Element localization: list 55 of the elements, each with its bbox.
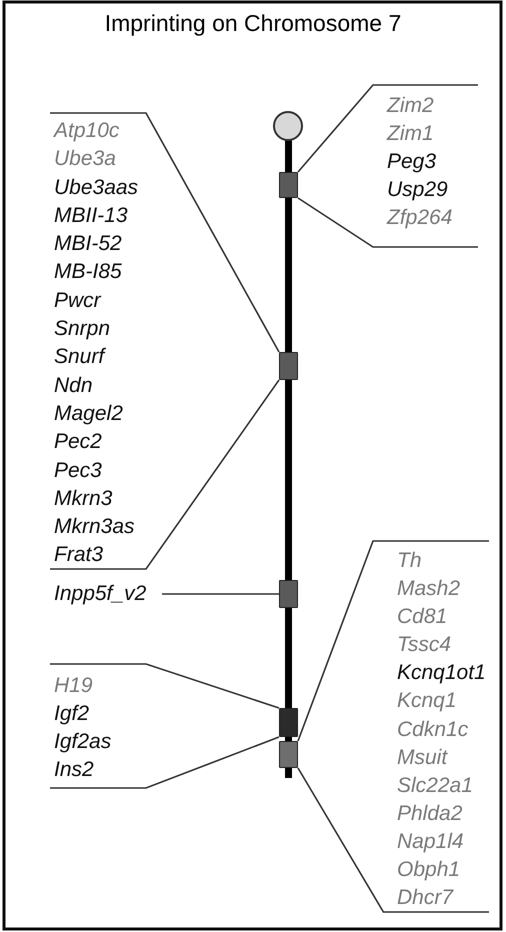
gene-name: Ndn xyxy=(54,372,93,399)
gene-name: Pec2 xyxy=(54,429,102,456)
gene-name: Snrpn xyxy=(54,316,110,342)
gene-name: Inpp5f_v2 xyxy=(54,581,146,607)
gene-name: Phlda2 xyxy=(397,800,462,827)
gene-name: Msuit xyxy=(397,744,448,771)
gene-name: Igf2as xyxy=(54,729,112,755)
gene-name: Th xyxy=(397,548,422,574)
leader-line xyxy=(162,593,279,595)
gene-name: Igf2 xyxy=(54,701,90,727)
gene-name: MBI-52 xyxy=(54,231,122,258)
gene-name: Dhcr7 xyxy=(397,885,454,912)
chromosome-band xyxy=(279,708,298,737)
gene-name: Atp10c xyxy=(54,118,120,144)
leader-line xyxy=(50,380,280,570)
leader-line xyxy=(50,112,280,352)
title: Imprinting on Chromosome 7 xyxy=(104,10,402,37)
gene-name: Zim2 xyxy=(387,93,434,119)
gene-name: Kcnq1ot1 xyxy=(397,660,486,686)
gene-name: Pec3 xyxy=(54,458,102,484)
gene-name: Ins2 xyxy=(54,757,94,783)
gene-name: Snurf xyxy=(54,344,104,370)
gene-name: Cdkn1c xyxy=(397,716,468,743)
gene-name: Usp29 xyxy=(387,177,448,203)
gene-name: Mkrn3as xyxy=(54,514,135,540)
gene-name: Tssc4 xyxy=(397,632,452,658)
gene-name: Kcnq1 xyxy=(397,688,457,714)
chromosome-band xyxy=(279,352,298,380)
gene-name: H19 xyxy=(54,673,93,699)
gene-name: Slc22a1 xyxy=(397,772,473,799)
gene-name: Magel2 xyxy=(54,400,123,427)
leader-line xyxy=(50,736,280,789)
leader-line xyxy=(298,197,478,248)
gene-name: Cd81 xyxy=(397,604,448,630)
gene-name: Peg3 xyxy=(387,149,436,175)
leader-line xyxy=(297,540,489,742)
gene-name: Mash2 xyxy=(397,576,460,602)
gene-name: MBII-13 xyxy=(54,202,128,229)
leader-line xyxy=(50,663,280,709)
chromosome-band xyxy=(279,741,298,768)
gene-name: Mkrn3 xyxy=(54,486,112,512)
gene-name: Ube3aas xyxy=(54,174,138,201)
gene-name: Zfp264 xyxy=(387,205,452,231)
gene-name: Pwcr xyxy=(54,288,101,314)
gene-name: Zim1 xyxy=(387,121,434,147)
gene-name: MB-I85 xyxy=(54,259,122,286)
leader-line xyxy=(297,84,478,173)
gene-name: Ube3a xyxy=(54,146,116,172)
gene-name: Obph1 xyxy=(397,857,460,884)
chromosome-band xyxy=(279,172,298,198)
chromosome-band xyxy=(279,580,298,608)
gene-name: Nap1l4 xyxy=(397,828,464,855)
gene-name: Frat3 xyxy=(54,542,104,568)
centromere-circle xyxy=(273,111,303,141)
leader-line xyxy=(297,768,489,913)
